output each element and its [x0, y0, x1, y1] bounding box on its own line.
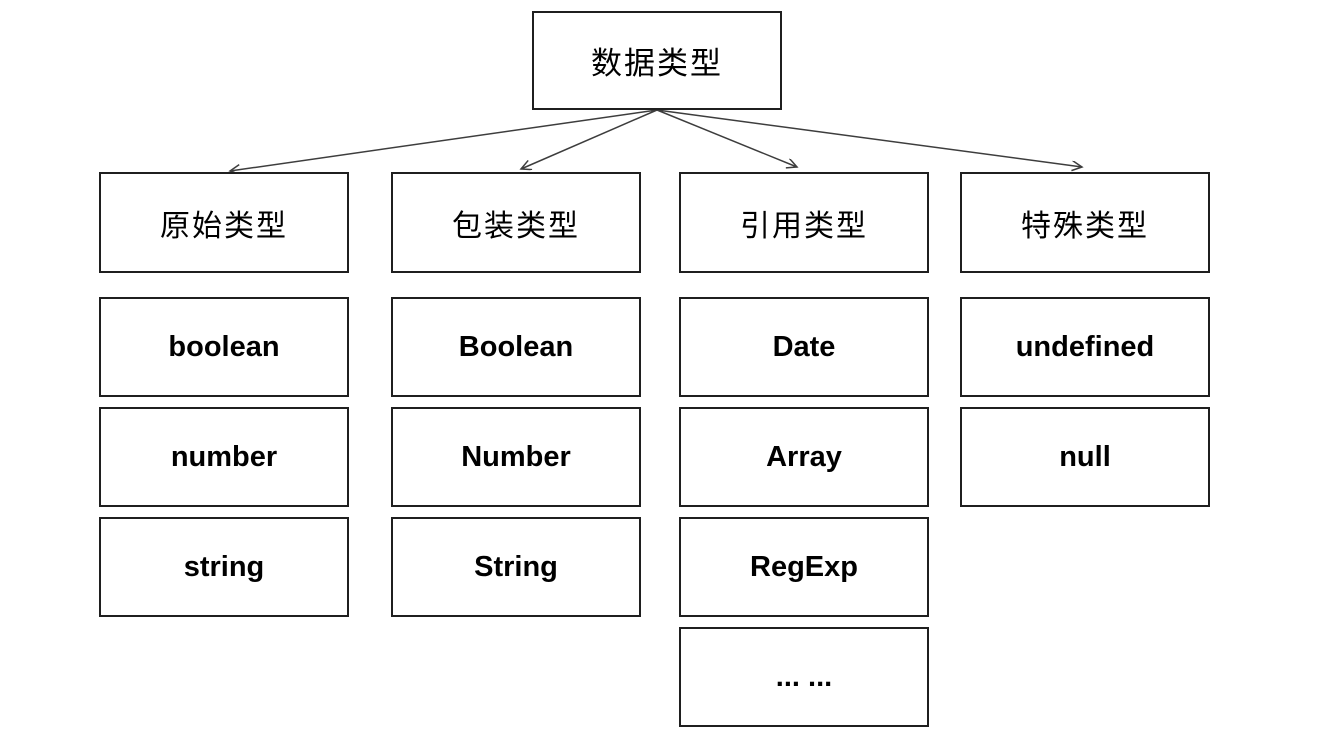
node-header-reference: 引用类型 — [679, 172, 929, 273]
node-header-special: 特殊类型 — [960, 172, 1210, 273]
arrow-root-to-primitive — [230, 109, 658, 171]
node-date: Date — [679, 297, 929, 397]
node-number-wrapper: Number — [391, 407, 641, 507]
node-boolean: boolean — [99, 297, 349, 397]
node-undefined: undefined — [960, 297, 1210, 397]
node-boolean-wrapper: Boolean — [391, 297, 641, 397]
node-header-wrapper: 包装类型 — [391, 172, 641, 273]
node-number: number — [99, 407, 349, 507]
arrow-root-to-wrapper — [521, 109, 658, 169]
node-null: null — [960, 407, 1210, 507]
arrow-root-to-reference — [656, 109, 797, 167]
node-regexp: RegExp — [679, 517, 929, 617]
arrow-root-to-special — [656, 109, 1082, 167]
node-string: string — [99, 517, 349, 617]
node-root: 数据类型 — [532, 11, 782, 110]
node-array: Array — [679, 407, 929, 507]
node-header-primitive: 原始类型 — [99, 172, 349, 273]
node-string-wrapper: String — [391, 517, 641, 617]
node-ellipsis: ... ... — [679, 627, 929, 727]
